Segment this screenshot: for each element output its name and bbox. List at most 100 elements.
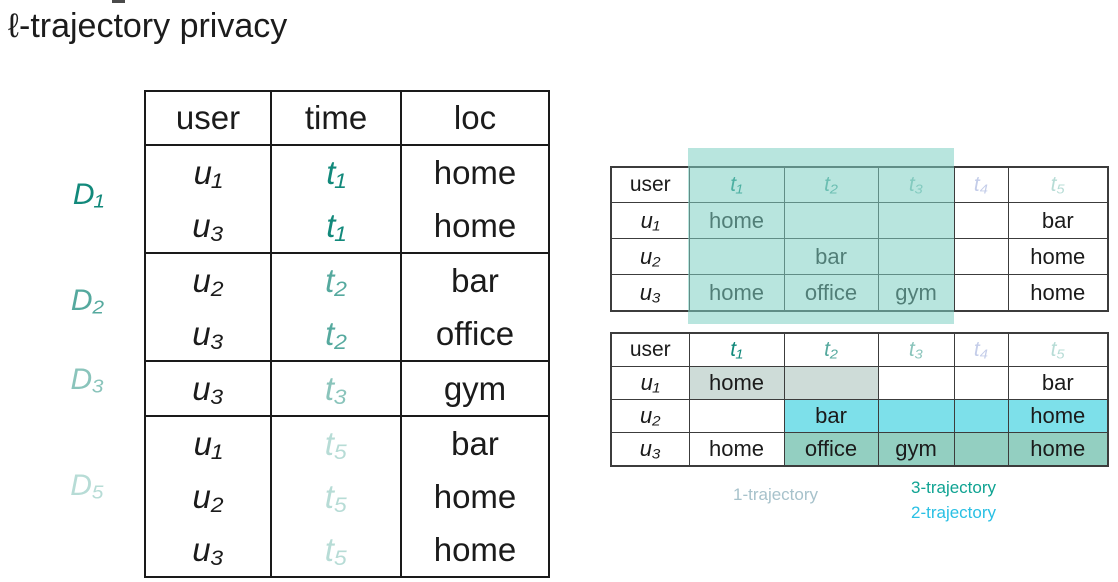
cell: bar [1007, 366, 1109, 400]
cell: office [783, 274, 879, 312]
table-row: u₃ t₅ home [144, 523, 550, 578]
cell [953, 366, 1009, 400]
cell [953, 202, 1009, 239]
cell-user: u₂ [610, 238, 690, 275]
col-header-t4: t₄ [953, 332, 1009, 367]
table-row: u₁ t₁ home [144, 144, 550, 199]
cell: home [688, 202, 785, 239]
group-label-d1: D₁ [72, 178, 104, 211]
cell-user: u₃ [144, 523, 272, 578]
cell-user: u₂ [610, 399, 690, 433]
cropped-text-fragment [112, 0, 125, 3]
col-header-t4: t₄ [953, 166, 1009, 203]
cell-time: t₂ [270, 307, 402, 361]
cell-time: t₁ [270, 199, 402, 253]
cell-user: u₃ [610, 432, 690, 467]
cell-user: u₁ [610, 366, 690, 400]
col-header-t2: t₂ [783, 332, 879, 367]
cell [688, 399, 785, 433]
legend-2-trajectory: 2-trajectory [911, 503, 997, 522]
cell-loc: home [400, 470, 550, 523]
grid-row-u3: u₃ home office gym home [610, 274, 1109, 312]
col-header-user: user [610, 166, 690, 203]
cell-time: t₁ [270, 144, 402, 199]
cell-user: u₂ [144, 470, 272, 523]
grid-row-u2: u₂ bar home [610, 399, 1109, 433]
col-header-t1: t₁ [688, 332, 785, 367]
legend-1-trajectory: 1-trajectory [733, 485, 819, 504]
col-header-t5: t₅ [1007, 166, 1109, 203]
group-label-d2: D₂ [70, 284, 104, 317]
cell-2-trajectory [953, 399, 1009, 433]
cell-loc: bar [400, 415, 550, 470]
table-row: u₁ t₅ bar [144, 415, 550, 470]
table-row: u₃ t₂ office [144, 307, 550, 361]
cell-time: t₅ [270, 470, 402, 523]
col-header-user: user [144, 90, 272, 146]
cell-user: u₃ [610, 274, 690, 312]
cell-1-trajectory [783, 366, 879, 400]
legend-3-trajectory: 3-trajectory [911, 478, 997, 497]
cell [953, 238, 1009, 275]
cell: gym [877, 274, 955, 312]
col-header-t1: t₁ [688, 166, 785, 203]
cell [783, 202, 879, 239]
cell-2-trajectory: home [1007, 399, 1109, 433]
grid-row-u3: u₃ home office gym home [610, 432, 1109, 467]
cell [688, 238, 785, 275]
col-header-time: time [270, 90, 402, 146]
trajectory-grid-table-top: user t₁ t₂ t₃ t₄ t₅ u₁ home bar u₂ bar h… [610, 166, 1109, 312]
cell: home [688, 274, 785, 312]
col-header-loc: loc [400, 90, 550, 146]
cell-loc: gym [400, 360, 550, 416]
col-header-t2: t₂ [783, 166, 879, 203]
cell [953, 274, 1009, 312]
cell-user: u₃ [144, 307, 272, 361]
cell-loc: home [400, 144, 550, 199]
cell: home [1007, 274, 1109, 312]
cell-loc: office [400, 307, 550, 361]
cell-2-trajectory: bar [783, 399, 879, 433]
grid-row-u1: u₁ home bar [610, 366, 1109, 400]
col-header-t5: t₅ [1007, 332, 1109, 367]
slide-title: ℓ-trajectory privacy [8, 7, 288, 45]
cell-3-trajectory: office [783, 432, 879, 467]
cell-loc: home [400, 523, 550, 578]
cell-user: u₂ [144, 252, 272, 307]
col-header-user: user [610, 332, 690, 367]
grid-header-row: user t₁ t₂ t₃ t₄ t₅ [610, 332, 1109, 367]
relational-table: user time loc u₁ t₁ home u₃ t₁ home u₂ t… [144, 90, 550, 578]
cell-user: u₁ [610, 202, 690, 239]
cell-1-trajectory: home [688, 366, 785, 400]
cell-user: u₁ [144, 144, 272, 199]
cell-3-trajectory [953, 432, 1009, 467]
cell-time: t₃ [270, 360, 402, 416]
grid-row-u1: u₁ home bar [610, 202, 1109, 239]
cell [877, 238, 955, 275]
cell: home [688, 432, 785, 467]
cell-2-trajectory [877, 399, 955, 433]
table-row: u₂ t₅ home [144, 470, 550, 523]
cell [877, 366, 955, 400]
table-row: u₃ t₃ gym [144, 360, 550, 416]
cell-user: u₁ [144, 415, 272, 470]
col-header-t3: t₃ [877, 332, 955, 367]
grid-header-row: user t₁ t₂ t₃ t₄ t₅ [610, 166, 1109, 203]
cell-time: t₂ [270, 252, 402, 307]
table-row: u₂ t₂ bar [144, 252, 550, 307]
table-row: u₃ t₁ home [144, 199, 550, 253]
cell-loc: home [400, 199, 550, 253]
col-header-t3: t₃ [877, 166, 955, 203]
group-label-d5: D₅ [70, 469, 104, 502]
cell: bar [1007, 202, 1109, 239]
cell-time: t₅ [270, 523, 402, 578]
cell-3-trajectory: home [1007, 432, 1109, 467]
cell-loc: bar [400, 252, 550, 307]
grid-row-u2: u₂ bar home [610, 238, 1109, 275]
cell-time: t₅ [270, 415, 402, 470]
trajectory-grid-table-bottom: user t₁ t₂ t₃ t₄ t₅ u₁ home bar u₂ bar h… [610, 332, 1109, 467]
cell: bar [783, 238, 879, 275]
group-label-d3: D₃ [70, 363, 104, 396]
cell-3-trajectory: gym [877, 432, 955, 467]
